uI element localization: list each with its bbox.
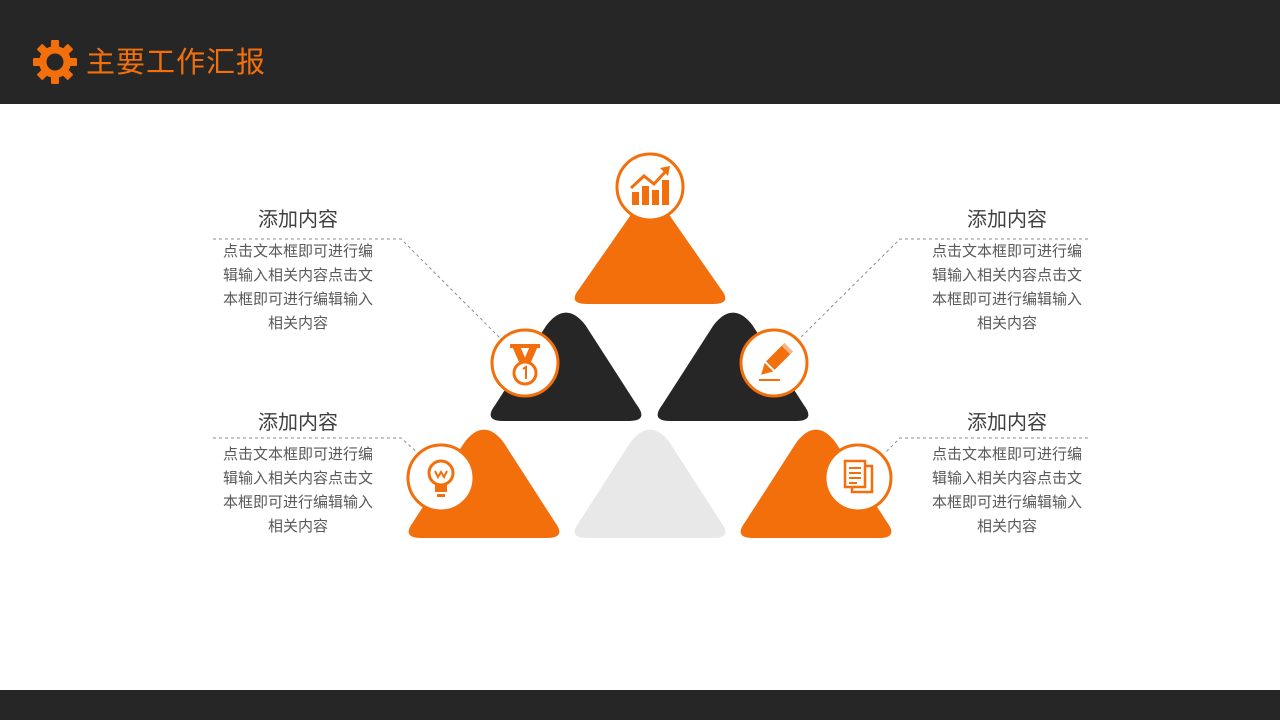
block-body: 点击文本框即可进行编 辑输入相关内容点击文 本框即可进行编辑输入 相关内容 <box>931 242 1082 332</box>
content-block-top-right[interactable]: 添加内容 点击文本框即可进行编 辑输入相关内容点击文 本框即可进行编辑输入 相关… <box>922 205 1092 335</box>
header-bar: 主要工作汇报 <box>0 0 1280 104</box>
block-title: 添加内容 <box>258 207 338 231</box>
connector-line <box>799 238 1088 339</box>
block-body: 点击文本框即可进行编 辑输入相关内容点击文 本框即可进行编辑输入 相关内容 <box>222 445 373 535</box>
block-title: 添加内容 <box>967 410 1047 434</box>
connector-line <box>213 437 419 454</box>
block-body: 点击文本框即可进行编 辑输入相关内容点击文 本框即可进行编辑输入 相关内容 <box>222 242 373 332</box>
footer-bar <box>0 690 1280 720</box>
chart-growth-icon <box>615 152 685 222</box>
content-block-bottom-left[interactable]: 添加内容 点击文本框即可进行编 辑输入相关内容点击文 本框即可进行编辑输入 相关… <box>213 408 383 538</box>
lightbulb-icon <box>406 443 476 513</box>
block-title: 添加内容 <box>258 410 338 434</box>
triangle-top <box>574 202 726 304</box>
medal-icon <box>490 328 560 398</box>
connector-line <box>884 437 1088 454</box>
block-title: 添加内容 <box>967 207 1047 231</box>
content-block-top-left[interactable]: 添加内容 点击文本框即可进行编 辑输入相关内容点击文 本框即可进行编辑输入 相关… <box>213 205 383 335</box>
gear-icon <box>33 40 77 84</box>
content-block-bottom-right[interactable]: 添加内容 点击文本框即可进行编 辑输入相关内容点击文 本框即可进行编辑输入 相关… <box>922 408 1092 538</box>
pencil-icon <box>739 328 809 398</box>
page-title: 主要工作汇报 <box>86 45 267 79</box>
document-icon <box>823 443 893 513</box>
connector-line <box>213 238 501 339</box>
triangle-bottom-center <box>574 429 726 538</box>
block-body: 点击文本框即可进行编 辑输入相关内容点击文 本框即可进行编辑输入 相关内容 <box>931 445 1082 535</box>
